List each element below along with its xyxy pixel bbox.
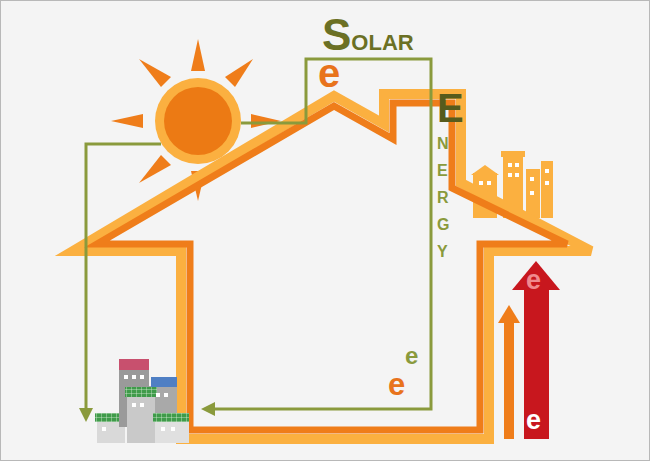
- house-outline-inner: [97, 103, 567, 430]
- energy-flow-lines: [86, 59, 431, 409]
- house-outline-outer: [73, 94, 591, 439]
- energy-letter: e: [388, 369, 405, 400]
- energy-title: ENERGY: [437, 95, 450, 265]
- solar-title: SOLAR: [322, 13, 414, 57]
- orange-arrow: [504, 321, 514, 439]
- energy-letter: e: [318, 53, 340, 93]
- arrowhead: [201, 402, 215, 416]
- energy-letter: e: [526, 407, 541, 434]
- energy-letter: e: [526, 267, 541, 294]
- orange-arrowhead: [498, 305, 520, 323]
- red-arrow: [524, 288, 549, 439]
- solar-houses: [95, 359, 189, 443]
- energy-letter: e: [405, 344, 418, 368]
- arrowhead: [79, 408, 93, 422]
